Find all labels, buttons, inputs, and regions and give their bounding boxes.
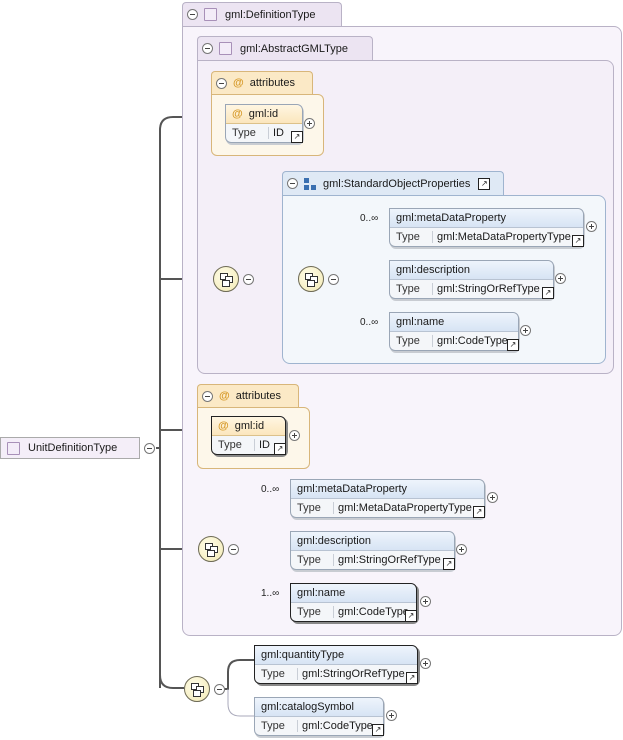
expand-icon[interactable] — [420, 658, 431, 669]
collapse-icon[interactable] — [328, 274, 339, 285]
name-element[interactable]: gml:name Type gml:CodeType ↗ — [290, 583, 417, 622]
root-type-label: UnitDefinitionType — [28, 442, 118, 454]
element-name: gml:name — [396, 316, 445, 328]
attribute-name: gml:id — [234, 420, 265, 432]
abstract-gml-id-attribute[interactable]: @ gml:id Type ID ↗ — [225, 104, 303, 143]
root-type-box[interactable]: UnitDefinitionType — [0, 437, 140, 459]
collapse-icon[interactable] — [214, 684, 225, 695]
collapse-icon[interactable] — [202, 43, 213, 54]
expand-icon[interactable] — [420, 596, 431, 607]
arrow-link-icon[interactable]: ↗ — [443, 558, 455, 570]
element-name: gml:description — [396, 264, 470, 276]
standard-object-properties-tab[interactable]: gml:StandardObjectProperties ↗ — [282, 171, 504, 195]
attribute-icon: @ — [218, 420, 229, 432]
arrow-link-icon[interactable]: ↗ — [406, 672, 418, 684]
sequence-compositor-icon[interactable] — [213, 266, 239, 292]
collapse-icon[interactable] — [287, 178, 298, 189]
type-key: Type — [232, 127, 269, 139]
group-icon — [304, 177, 316, 190]
definition-type-label: gml:DefinitionType — [225, 8, 316, 21]
arrow-link-icon[interactable]: ↗ — [274, 443, 286, 455]
arrow-link-icon[interactable]: ↗ — [372, 724, 384, 736]
type-key: Type — [297, 554, 334, 566]
type-value: gml:StringOrRefType — [338, 554, 441, 566]
complex-type-icon — [204, 8, 217, 21]
std-metadata-property-element[interactable]: gml:metaDataProperty Type gml:MetaDataPro… — [389, 208, 584, 247]
type-value: gml:MetaDataPropertyType — [437, 231, 571, 243]
type-key: Type — [261, 668, 298, 680]
attribute-name: gml:id — [248, 108, 279, 120]
element-name: gml:name — [297, 587, 346, 599]
attributes-label: attributes — [249, 77, 295, 89]
occurrence-label: 0..∞ — [360, 213, 379, 224]
type-value: gml:MetaDataPropertyType — [338, 502, 472, 514]
occurrence-label: 0..∞ — [261, 484, 280, 495]
expand-icon[interactable] — [586, 221, 597, 232]
catalog-symbol-element[interactable]: gml:catalogSymbol Type gml:CodeType ↗ — [254, 697, 384, 736]
expand-icon[interactable] — [487, 492, 498, 503]
definition-attributes-tab[interactable]: @ attributes — [197, 384, 299, 407]
sequence-compositor-icon[interactable] — [298, 266, 324, 292]
root-collapse-icon[interactable] — [144, 443, 155, 454]
occurrence-label: 0..∞ — [360, 317, 379, 328]
attribute-icon: @ — [219, 390, 230, 402]
element-name: gml:description — [297, 535, 371, 547]
arrow-link-icon[interactable]: ↗ — [542, 287, 554, 299]
type-key: Type — [396, 283, 433, 295]
arrow-link-icon[interactable]: ↗ — [291, 131, 303, 143]
arrow-link-icon[interactable]: ↗ — [405, 610, 417, 622]
type-key: Type — [297, 502, 334, 514]
metadata-property-element[interactable]: gml:metaDataProperty Type gml:MetaDataPro… — [290, 479, 485, 518]
definition-type-tab[interactable]: gml:DefinitionType — [182, 2, 342, 26]
type-value: gml:StringOrRefType — [437, 283, 540, 295]
definition-gml-id-attribute[interactable]: @ gml:id Type ID ↗ — [211, 416, 286, 455]
collapse-icon[interactable] — [187, 9, 198, 20]
element-name: gml:metaDataProperty — [396, 212, 507, 224]
type-key: Type — [218, 439, 255, 451]
std-name-element[interactable]: gml:name Type gml:CodeType ↗ — [389, 312, 519, 351]
type-key: Type — [297, 606, 334, 618]
element-name: gml:metaDataProperty — [297, 483, 408, 495]
element-name: gml:quantityType — [261, 649, 345, 661]
expand-icon[interactable] — [289, 430, 300, 441]
abstract-gml-type-tab[interactable]: gml:AbstractGMLType — [197, 36, 373, 60]
complex-type-icon — [219, 42, 232, 55]
collapse-icon[interactable] — [243, 274, 254, 285]
quantity-type-element[interactable]: gml:quantityType Type gml:StringOrRefType… — [254, 645, 418, 684]
type-value: ID — [273, 127, 284, 139]
attributes-label: attributes — [235, 390, 281, 402]
complex-type-icon — [7, 441, 20, 455]
sequence-compositor-icon[interactable] — [198, 536, 224, 562]
expand-icon[interactable] — [520, 325, 531, 336]
arrow-link-icon[interactable]: ↗ — [473, 506, 485, 518]
type-value: gml:CodeType — [338, 606, 409, 618]
expand-icon[interactable] — [304, 118, 315, 129]
arrow-link-icon[interactable]: ↗ — [572, 235, 584, 247]
occurrence-label: 1..∞ — [261, 588, 280, 599]
expand-icon[interactable] — [386, 710, 397, 721]
arrow-link-icon[interactable]: ↗ — [478, 177, 491, 190]
collapse-icon[interactable] — [216, 77, 227, 89]
type-key: Type — [396, 231, 433, 243]
collapse-icon[interactable] — [202, 390, 213, 402]
abstract-attributes-tab[interactable]: @ attributes — [211, 71, 313, 94]
type-key: Type — [261, 720, 298, 732]
standard-object-properties-label: gml:StandardObjectProperties — [323, 177, 471, 190]
attribute-icon: @ — [233, 77, 244, 89]
expand-icon[interactable] — [555, 273, 566, 284]
type-value: gml:CodeType — [302, 720, 373, 732]
collapse-icon[interactable] — [228, 544, 239, 555]
type-key: Type — [396, 335, 433, 347]
element-name: gml:catalogSymbol — [261, 701, 354, 713]
type-value: gml:CodeType — [437, 335, 508, 347]
abstract-gml-type-label: gml:AbstractGMLType — [240, 42, 348, 55]
type-value: ID — [259, 439, 270, 451]
attribute-icon: @ — [232, 108, 243, 120]
arrow-link-icon[interactable]: ↗ — [507, 339, 519, 351]
sequence-compositor-icon[interactable] — [184, 676, 210, 702]
type-value: gml:StringOrRefType — [302, 668, 405, 680]
expand-icon[interactable] — [456, 544, 467, 555]
